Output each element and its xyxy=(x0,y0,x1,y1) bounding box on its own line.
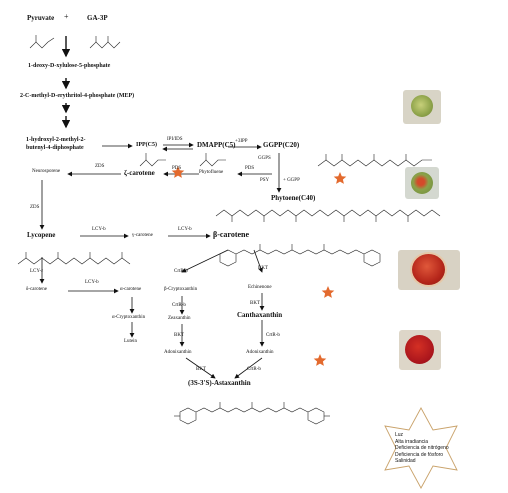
star-icon xyxy=(321,286,335,298)
crtrb-enzyme-2: CrtR-b xyxy=(172,303,186,308)
ggpp-structure xyxy=(317,154,432,167)
ga3p-label: GA-3P xyxy=(87,14,108,22)
green-cell-image xyxy=(403,90,441,124)
pds-enzyme-2: PDS xyxy=(172,166,182,171)
lcyb-enzyme-3: LCY-b xyxy=(85,280,99,285)
stress-condition-item: Luz xyxy=(395,432,404,438)
hmbpp-label-line1: 1-hydroxyl-2-methyl-2- xyxy=(26,137,86,143)
zds-enzyme-1: ZDS xyxy=(95,164,105,169)
star-icon xyxy=(171,166,185,178)
lutein-label: Lutein xyxy=(124,339,138,344)
ggps-enzyme: GGPS xyxy=(258,156,271,161)
echinenone-label: Echinenone xyxy=(248,285,272,290)
lycopene-label: Lycopene xyxy=(27,231,56,239)
dmapp-label: DMAPP(C5) xyxy=(197,141,236,149)
lycopene-structure xyxy=(17,252,131,265)
early-red-cell-image xyxy=(405,167,439,199)
ipp3-label: +3IPP xyxy=(235,139,248,144)
lcye-enzyme: LCY-ε xyxy=(30,269,44,274)
crtrb-enzyme-1: CrtR-b xyxy=(174,269,188,274)
zds-enzyme-2: ZDS xyxy=(30,205,40,210)
alpha-cryptoxanthin-label: α-Cryptoxanthin xyxy=(112,315,146,320)
canthaxanthin-label: Canthaxanthin xyxy=(237,311,283,319)
star-icon xyxy=(333,172,347,184)
hmbpp-label-line2: butenyl-4-diphosphate xyxy=(26,145,84,151)
mep-label: 2-C-methyl-D-erythritol-4-phosphate (MEP… xyxy=(20,93,135,99)
pyruvate-structure xyxy=(29,35,55,49)
stress-condition-item: Salinidad xyxy=(395,458,416,464)
star-icon xyxy=(313,354,327,366)
phytoene-structure xyxy=(215,209,441,222)
bkt-enzyme-4: BKT xyxy=(196,367,206,372)
psy-enzyme: PSY xyxy=(260,178,270,183)
crtrb-enzyme-3: CrtR-b xyxy=(266,333,280,338)
dxp-label: 1-deoxy-D-xylulose-5-phosphate xyxy=(28,63,111,69)
crtrb-enzyme-4: CrtR-b xyxy=(247,367,261,372)
plus-ggpp-label: + GGPP xyxy=(283,178,300,183)
stress-conditions-list: Luz Alta irradiancia Deficiencia de nitr… xyxy=(395,432,449,465)
gamma-carotene-label: γ-carotene xyxy=(132,233,153,238)
delta-carotene-label: δ-carotene xyxy=(26,287,47,292)
ggpp-label: GGPP(C20) xyxy=(263,141,300,149)
idi-enzyme: IPI/IDS xyxy=(167,137,183,142)
zeta-carotene-label: ζ-carotene xyxy=(124,169,155,177)
neurosporene-label: Neurosporene xyxy=(32,169,61,174)
lcyb-enzyme-2: LCY-b xyxy=(178,227,192,232)
alpha-carotene-label: α-carotene xyxy=(120,287,142,292)
stress-condition-item: Deficiencia de nitrógeno xyxy=(395,445,449,451)
bkt-enzyme-2: BKT xyxy=(250,301,260,306)
stress-condition-item: Deficiencia de fósforo xyxy=(395,451,444,458)
ga3p-structure xyxy=(89,36,121,49)
stress-star-icons xyxy=(171,166,347,366)
bkt-enzyme-1: BKT xyxy=(258,266,268,271)
phytofluene-label: Phytofluene xyxy=(199,170,224,175)
beta-cryptoxanthin-label: β-Cryptoxanthin xyxy=(164,287,198,292)
adonixanthin-label-2: Adonixanthin xyxy=(246,350,274,355)
astaxanthin-label: (3S-3'S)-Astaxanthin xyxy=(188,379,251,387)
bkt-enzyme-3: BKT xyxy=(174,333,184,338)
ipp-dmapp-structures xyxy=(139,153,226,167)
beta-carotene-label: β-carotene xyxy=(213,230,250,239)
stress-condition-item: Alta irradiancia xyxy=(395,438,429,445)
lcyb-enzyme-1: LCY-b xyxy=(92,227,106,232)
astaxanthin-structure xyxy=(174,402,330,425)
mature-red-cyst-image xyxy=(399,330,441,370)
pathway-arrows xyxy=(39,142,282,379)
ipp-label: IPP(C5) xyxy=(136,142,157,148)
adonixanthin-label-1: Adonixanthin xyxy=(164,350,192,355)
phytoene-label: Phytoene(C40) xyxy=(271,194,316,202)
stress-conditions-star-outline xyxy=(384,407,458,489)
beta-carotene-structure xyxy=(219,244,381,267)
zeaxanthin-label: Zeaxanthin xyxy=(168,316,191,321)
red-cyst-image xyxy=(398,250,460,290)
pds-enzyme-1: PDS xyxy=(245,166,255,171)
pyruvate-label: Pyruvate xyxy=(27,14,55,22)
plus-sign: + xyxy=(64,12,69,21)
